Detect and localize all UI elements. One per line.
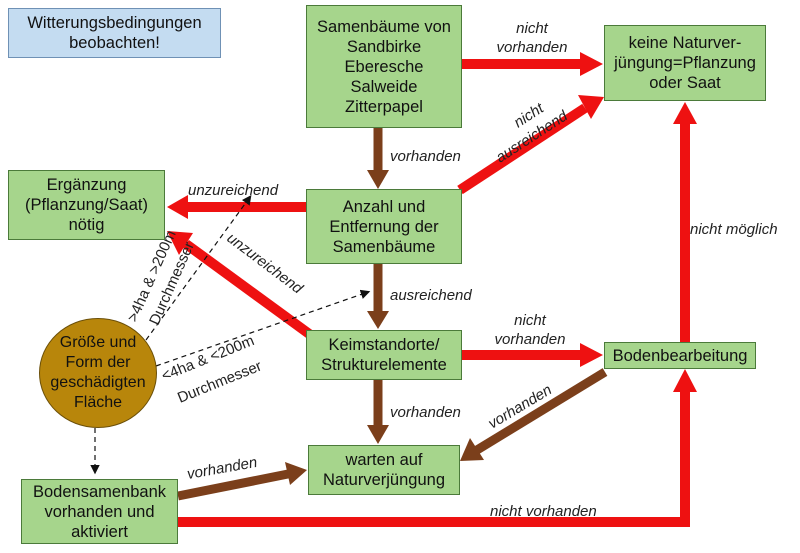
weather-note: Witterungsbedingungen beobachten! <box>8 8 221 58</box>
label-nicht-vorhanden-mid-2: vorhanden <box>495 331 566 348</box>
label-vorhanden-1: vorhanden <box>390 148 461 165</box>
arrow-number-to-supplement <box>167 195 306 219</box>
arrow-germsites-to-supplement <box>167 231 315 341</box>
germination-sites-box: Keimstandorte/ Strukturelemente <box>306 330 462 380</box>
soil-seed-bank-box: Bodensamenbank vorhanden und aktiviert <box>21 479 178 544</box>
supplement-box: Ergänzung (Pflanzung/Saat) nötig <box>8 170 165 240</box>
arrow-number-to-germsites <box>367 264 389 329</box>
label-nicht-vorhanden-top-2: vorhanden <box>497 39 568 56</box>
seed-tree-number-box: Anzahl und Entfernung der Samenbäume <box>306 189 462 264</box>
arrow-number-to-nonatural <box>457 95 604 195</box>
label-nicht-vorhanden-mid-1: nicht <box>514 312 547 329</box>
label-nicht-vorhanden-top-1: nicht <box>516 20 549 37</box>
arrow-seedbank-to-wait <box>177 462 307 501</box>
wait-natural-regeneration-box: warten auf Naturverjüngung <box>308 445 460 495</box>
arrow-soilwork-to-nonatural <box>673 102 697 342</box>
no-natural-regeneration-box: keine Naturver- jüngung=Pflanzung oder S… <box>604 25 766 101</box>
label-unzureichend-2: unzureichend <box>224 230 307 298</box>
label-unzureichend-1: unzureichend <box>188 182 279 199</box>
dashed-area-to-supplement <box>145 195 252 341</box>
label-vorhanden-2: vorhanden <box>390 404 461 421</box>
arrow-seedbank-to-soilwork <box>178 369 697 527</box>
arrow-germsites-to-wait <box>367 380 389 444</box>
seed-trees-box: Samenbäume von Sandbirke Eberesche Salwe… <box>306 5 462 128</box>
arrow-soilwork-to-wait <box>460 368 608 461</box>
arrow-germsites-to-soilwork <box>462 343 603 367</box>
arrow-seedtrees-to-nonatural <box>462 52 603 76</box>
label-nicht-moeglich: nicht möglich <box>690 221 778 238</box>
arrow-seedtrees-to-number <box>367 128 389 189</box>
dashed-area-to-center <box>155 289 371 367</box>
label-ausreichend: ausreichend <box>390 287 472 304</box>
damaged-area-circle: Größe und Form der geschädigten Fläche <box>39 318 157 428</box>
soil-cultivation-box: Bodenbearbeitung <box>604 342 756 369</box>
label-nicht-vorhanden-bottom: nicht vorhanden <box>490 503 597 520</box>
